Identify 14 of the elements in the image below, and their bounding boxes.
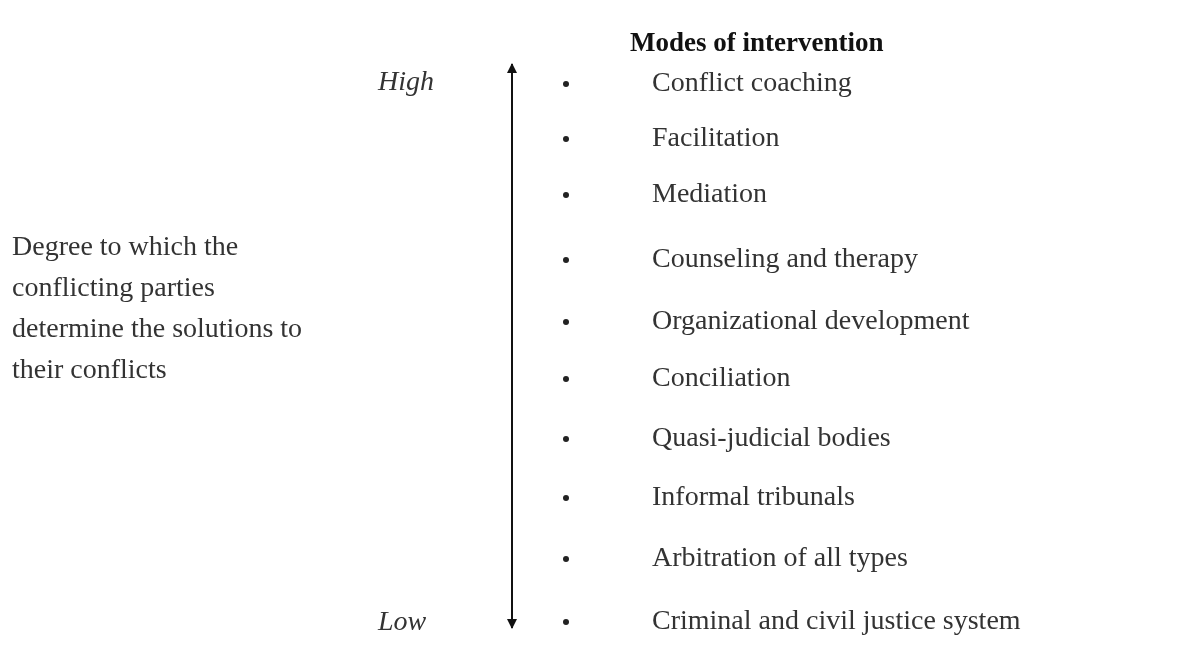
list-item: Counseling and therapy (652, 241, 918, 275)
list-item: Organizational development (652, 303, 970, 337)
list-item: Criminal and civil justice system (652, 603, 1021, 637)
list-item: Conciliation (652, 360, 791, 394)
list-item: Arbitration of all types (652, 540, 908, 574)
axis-label: Degree to which the conflicting parties determine the solutions to their conflicts (12, 229, 304, 386)
list-item: Facilitation (652, 120, 780, 154)
list-item: Quasi-judicial bodies (652, 420, 891, 454)
scale-label: Low (378, 604, 427, 638)
list-item: Informal tribunals (652, 479, 855, 513)
list-item: Conflict coaching (652, 65, 852, 99)
list-item: Mediation (652, 176, 768, 210)
scale-label: High (378, 64, 434, 98)
heading: Modes of intervention (630, 26, 884, 59)
